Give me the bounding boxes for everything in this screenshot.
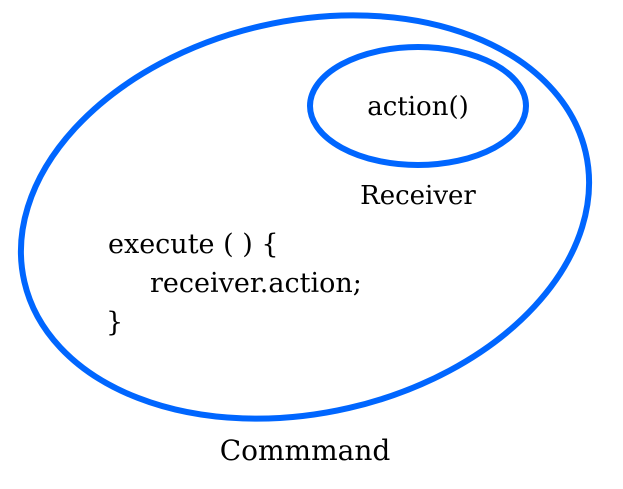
code-line-call: receiver.action; bbox=[150, 268, 362, 299]
command-ellipse bbox=[17, 12, 593, 422]
command-label: Commmand bbox=[220, 434, 391, 467]
code-line-close-brace: } bbox=[106, 307, 123, 338]
code-line-execute: execute ( ) { bbox=[108, 229, 279, 260]
receiver-label: Receiver bbox=[360, 181, 476, 211]
receiver-method-text: action() bbox=[367, 92, 469, 122]
receiver-ellipse bbox=[307, 44, 529, 168]
